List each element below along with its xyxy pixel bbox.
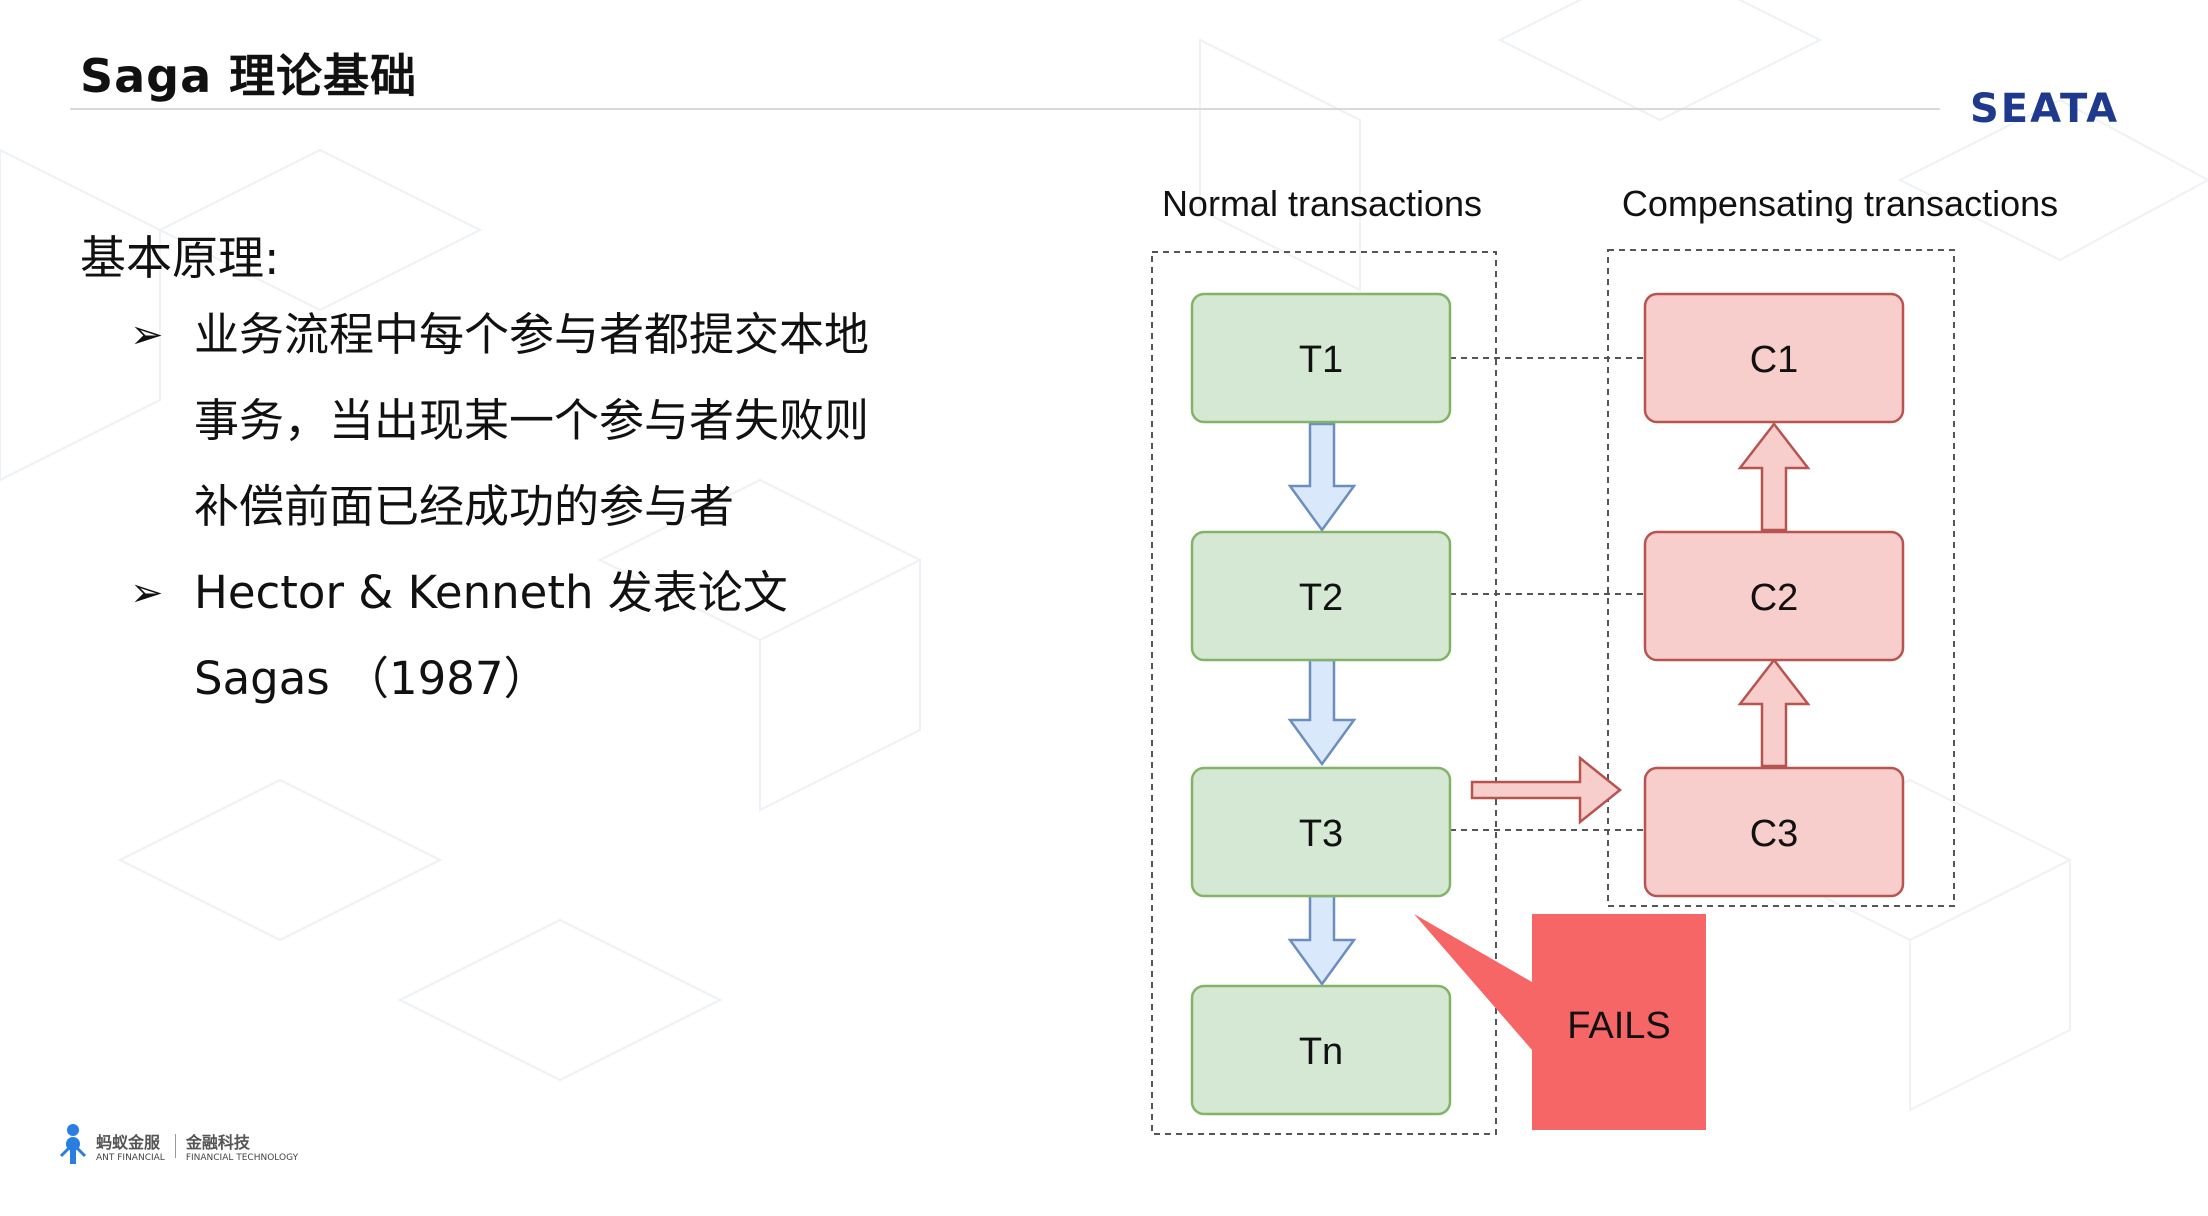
transaction-t2: T2: [1190, 530, 1452, 662]
transaction-label: T2: [1299, 577, 1343, 619]
compensation-c2: C2: [1643, 530, 1905, 662]
transaction-label: T1: [1299, 339, 1343, 381]
arrow-down-icon: [1287, 894, 1357, 987]
brand-fin-sub: FINANCIAL TECHNOLOGY: [185, 1153, 299, 1163]
arrow-down-icon: [1287, 422, 1357, 533]
compensation-c3: C3: [1643, 766, 1905, 898]
bullet-text: Hector & Kenneth 发表论文 Sagas （1987）: [194, 550, 954, 722]
seata-logo: SEATA: [1970, 86, 2120, 132]
principle-heading: 基本原理:: [80, 231, 280, 285]
arrow-up-icon: [1737, 421, 1811, 532]
compensation-label: C3: [1750, 813, 1799, 855]
compensation-label: C1: [1750, 339, 1799, 381]
bullet-line: Hector & Kenneth 发表论文: [194, 566, 788, 619]
brand-fin-name: 金融科技: [185, 1133, 250, 1152]
compensating-transactions-label: Compensating transactions: [1622, 183, 2058, 224]
arrow-up-icon: [1737, 657, 1811, 768]
bullet-marker: ➢: [130, 313, 164, 357]
footer-logo: 蚂蚁金服 ANT FINANCIAL 金融科技 FINANCIAL TECHNO…: [58, 1122, 298, 1170]
slide-title: Saga 理论基础: [80, 49, 418, 103]
compensation-c1: C1: [1643, 292, 1905, 424]
normal-transactions-group: [1151, 251, 1497, 1135]
transaction-label: Tn: [1299, 1031, 1343, 1073]
footer-divider: [174, 1134, 176, 1158]
bullet-marker: ➢: [130, 571, 164, 615]
footer-brand-ant: 蚂蚁金服 ANT FINANCIAL: [96, 1129, 165, 1163]
bullet-text: 业务流程中每个参与者都提交本地 事务，当出现某一个参与者失败则 补偿前面已经成功…: [194, 292, 954, 550]
transaction-label: T3: [1299, 813, 1343, 855]
footer-brand-fin: 金融科技 FINANCIAL TECHNOLOGY: [186, 1129, 298, 1163]
arrow-down-icon: [1287, 658, 1357, 767]
bullet-line: 事务，当出现某一个参与者失败则: [194, 394, 870, 447]
normal-transactions-label: Normal transactions: [1162, 183, 1482, 224]
bullet-line: Sagas （1987）: [194, 652, 549, 705]
fails-label: FAILS: [1567, 1005, 1671, 1047]
transaction-tn: Tn: [1190, 984, 1452, 1116]
brand-ant-name: 蚂蚁金服: [96, 1133, 161, 1152]
fails-callout: FAILS: [1414, 914, 1706, 1130]
brand-ant-sub: ANT FINANCIAL: [96, 1153, 165, 1163]
bullet-line: 补偿前面已经成功的参与者: [194, 480, 735, 533]
transaction-t3: T3: [1190, 766, 1452, 898]
transaction-t1: T1: [1190, 292, 1452, 424]
compensating-transactions-group: [1607, 249, 1955, 907]
title-divider: [70, 108, 1940, 110]
ant-icon: [59, 1124, 87, 1164]
arrow-right-icon: [1470, 755, 1623, 825]
bullet-line: 业务流程中每个参与者都提交本地: [194, 308, 870, 361]
compensation-label: C2: [1750, 577, 1799, 619]
